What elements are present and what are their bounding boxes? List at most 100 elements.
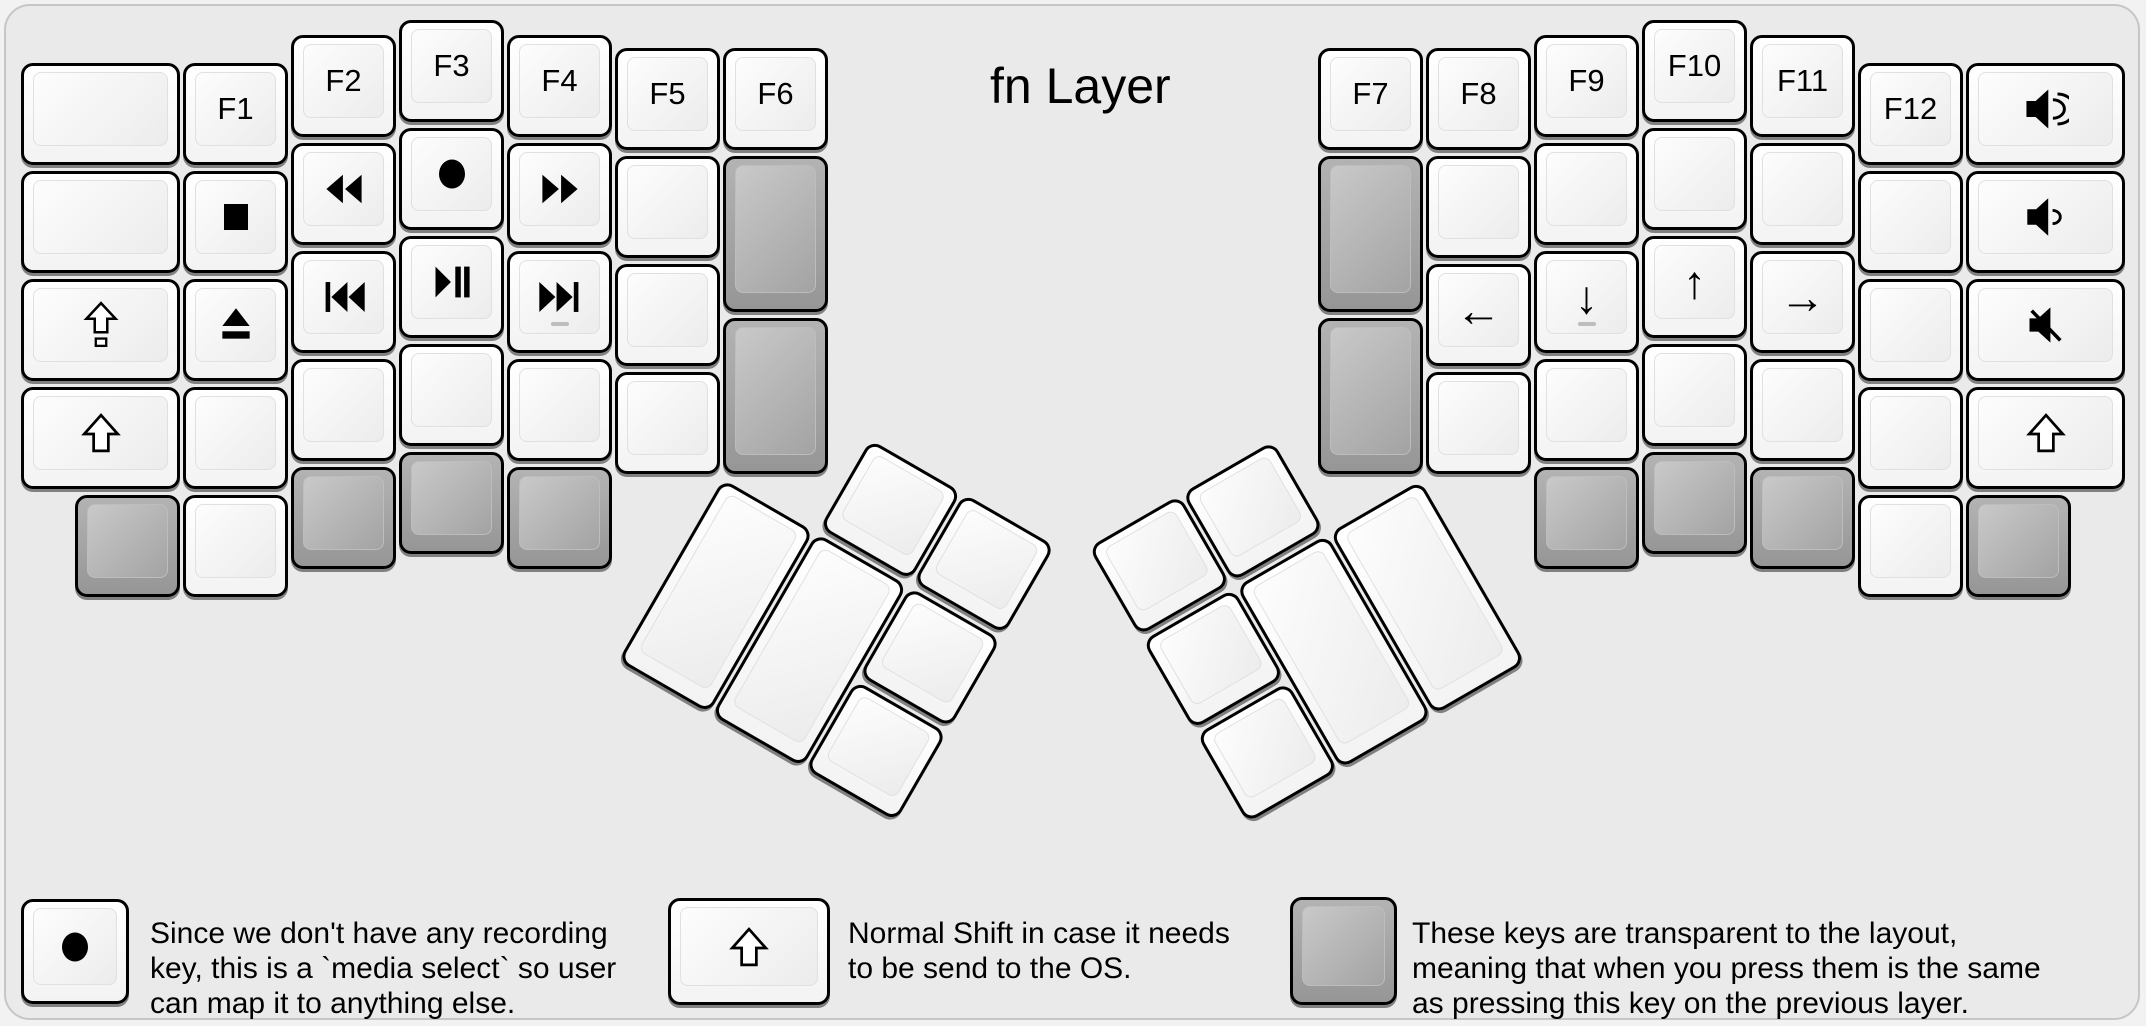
keycap-top: F12 (1870, 72, 1951, 146)
keycap-top: ↓ (1546, 260, 1627, 334)
keycap-top (1978, 396, 2113, 470)
key-arrow-left[interactable]: ← (1426, 264, 1531, 366)
key-fast-forward[interactable] (507, 143, 612, 245)
key-transparent[interactable] (1318, 318, 1423, 474)
homing-bar (1577, 322, 1596, 326)
key-transparent[interactable] (1642, 452, 1747, 554)
key-shift-right[interactable] (1966, 387, 2125, 489)
keycap-top (735, 165, 816, 293)
key-transparent[interactable] (75, 495, 180, 597)
legend-shift-key (668, 898, 830, 1005)
legend-line: Normal Shift in case it needs (848, 917, 1230, 950)
key-arrow-up[interactable]: ↑ (1642, 236, 1747, 338)
key-blank[interactable] (615, 264, 720, 366)
key-label: F11 (1776, 63, 1829, 98)
key-f10[interactable]: F10 (1642, 20, 1747, 122)
keycap-top (33, 288, 168, 362)
key-caps-shift[interactable] (21, 279, 180, 381)
keycap-top (33, 72, 168, 146)
keycap-top (1870, 396, 1951, 470)
keycap-top (1546, 152, 1627, 226)
key-rewind[interactable] (291, 143, 396, 245)
key-volume-up[interactable] (1966, 63, 2125, 165)
key-blank[interactable] (399, 344, 504, 446)
key-blank[interactable] (1858, 387, 1963, 489)
key-transparent[interactable] (1966, 495, 2071, 597)
key-transparent[interactable] (399, 452, 504, 554)
keycap-top: F6 (735, 57, 816, 131)
key-blank[interactable] (1750, 359, 1855, 461)
key-f2[interactable]: F2 (291, 35, 396, 137)
key-f12[interactable]: F12 (1858, 63, 1963, 165)
key-f3[interactable]: F3 (399, 20, 504, 122)
key-play-pause[interactable] (399, 236, 504, 338)
keycap-top: F3 (411, 29, 492, 103)
key-record[interactable] (399, 128, 504, 230)
key-blank[interactable] (1858, 279, 1963, 381)
keycap-top (519, 260, 600, 334)
key-blank[interactable] (615, 156, 720, 258)
key-prev-track[interactable] (291, 251, 396, 353)
keycap-top (1978, 180, 2113, 254)
key-eject[interactable] (183, 279, 288, 381)
key-blank[interactable] (615, 372, 720, 474)
key-next-track[interactable] (507, 251, 612, 353)
key-blank[interactable] (183, 387, 288, 489)
key-blank[interactable] (1534, 359, 1639, 461)
homing-bar (550, 322, 569, 326)
keycap-top (627, 381, 708, 455)
key-blank[interactable] (1858, 495, 1963, 597)
key-transparent[interactable] (507, 467, 612, 569)
legend-record-key (21, 899, 129, 1004)
record-icon (55, 927, 95, 967)
key-blank[interactable] (183, 495, 288, 597)
key-blank[interactable] (21, 63, 180, 165)
key-arrow-down[interactable]: ↓ (1534, 251, 1639, 353)
keycap-top (1870, 288, 1951, 362)
key-f8[interactable]: F8 (1426, 48, 1531, 150)
key-f4[interactable]: F4 (507, 35, 612, 137)
keycap-top (1762, 476, 1843, 550)
key-blank[interactable] (507, 359, 612, 461)
keycap-top (680, 907, 818, 986)
legend-line: as pressing this key on the previous lay… (1412, 987, 1969, 1020)
keycap-top (1546, 476, 1627, 550)
key-blank[interactable] (21, 171, 180, 273)
key-blank[interactable] (1642, 128, 1747, 230)
key-f1[interactable]: F1 (183, 63, 288, 165)
key-f6[interactable]: F6 (723, 48, 828, 150)
key-mute[interactable] (1966, 279, 2125, 381)
key-shift-left[interactable] (21, 387, 180, 489)
key-label: ↓ (1575, 271, 1598, 323)
key-label: F2 (325, 63, 362, 98)
key-f7[interactable]: F7 (1318, 48, 1423, 150)
next-icon (537, 274, 583, 320)
key-blank[interactable] (1750, 143, 1855, 245)
key-label: F3 (433, 48, 470, 83)
key-transparent[interactable] (1750, 467, 1855, 569)
key-f5[interactable]: F5 (615, 48, 720, 150)
key-f9[interactable]: F9 (1534, 35, 1639, 137)
keycap-top (303, 476, 384, 550)
key-volume-down[interactable] (1966, 171, 2125, 273)
key-blank[interactable] (1426, 156, 1531, 258)
key-f11[interactable]: F11 (1750, 35, 1855, 137)
keycap-top (411, 137, 492, 211)
key-blank[interactable] (1534, 143, 1639, 245)
key-stop[interactable] (183, 171, 288, 273)
key-blank[interactable] (1642, 344, 1747, 446)
key-transparent[interactable] (723, 318, 828, 474)
legend-line: to be send to the OS. (848, 952, 1132, 985)
keycap-top (1978, 72, 2113, 146)
key-arrow-right[interactable]: → (1750, 251, 1855, 353)
keycap-top: F10 (1654, 29, 1735, 103)
key-label: F10 (1667, 48, 1722, 83)
key-blank[interactable] (1426, 372, 1531, 474)
key-blank[interactable] (291, 359, 396, 461)
key-transparent[interactable] (291, 467, 396, 569)
key-blank[interactable] (1858, 171, 1963, 273)
key-transparent[interactable] (723, 156, 828, 312)
key-transparent[interactable] (1534, 467, 1639, 569)
key-transparent[interactable] (1318, 156, 1423, 312)
keycap-top (1978, 504, 2059, 578)
